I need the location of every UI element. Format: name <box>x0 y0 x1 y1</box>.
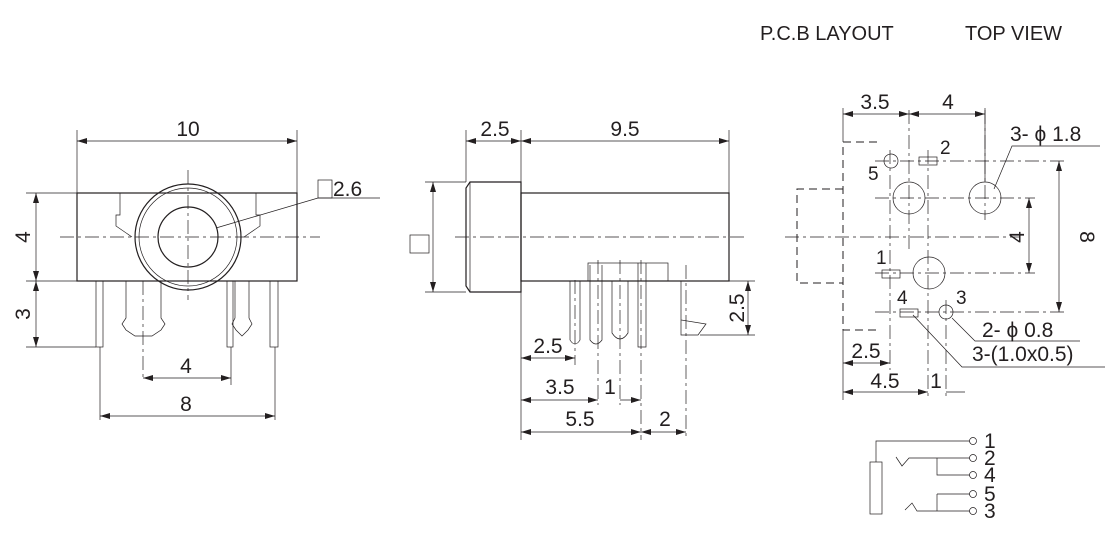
front-height-dim: 4 <box>12 231 35 243</box>
pcb-dim-left: 3.5 <box>860 91 889 114</box>
pad-label-3: 3 <box>956 288 967 309</box>
pad-label-1: 1 <box>876 248 887 269</box>
drawing-title: P.C.B LAYOUT TOP VIEW <box>760 23 1062 45</box>
pcb-dim-bottom-3: 1 <box>930 370 942 393</box>
pcb-dim-vert-outer: 8 <box>1075 231 1098 243</box>
schematic-pin-4: 4 <box>984 464 996 487</box>
pad-label-4: 4 <box>897 288 908 309</box>
pin-offset-3-dim: 5.5 <box>565 408 594 431</box>
pcb-dim-bottom-1: 2.5 <box>851 340 880 363</box>
pad-4 <box>899 308 919 318</box>
pin-offset-1-dim: 2.5 <box>533 335 562 358</box>
pin-spacing-inner-dim: 4 <box>180 355 192 378</box>
top-view-label: TOP VIEW <box>965 23 1062 45</box>
pcb-dim-mid: 4 <box>942 91 954 114</box>
pin-offset-4-dim: 2 <box>659 408 671 431</box>
pcb-dim-vert-inner: 4 <box>1006 231 1029 243</box>
collar-length-dim: 2.5 <box>480 118 509 141</box>
body-length-dim: 9.5 <box>610 118 639 141</box>
pad-2 <box>918 156 938 166</box>
pin-gap-dim: 1 <box>604 376 616 399</box>
pin-schematic: 1 2 4 5 3 <box>869 430 996 523</box>
pcb-layout-label: P.C.B LAYOUT <box>760 23 894 45</box>
schematic-pin-1: 1 <box>984 430 996 453</box>
pin-spacing-outer-dim: 8 <box>180 393 192 416</box>
schematic-pin-2: 2 <box>984 447 996 470</box>
pcb-layout-view: 5 2 1 4 3 3.5 4 4 8 3- ϕ 1.8 2- ϕ 0.8 3-… <box>785 91 1105 400</box>
side-view: 2.5 9.5 2.5 2.5 3.5 1 5.5 2 <box>409 118 755 440</box>
pad-label-5: 5 <box>868 164 879 185</box>
schematic-pin-3: 3 <box>984 500 996 523</box>
front-view: 10 4 3 2.6 4 8 <box>12 118 380 420</box>
pad-1 <box>881 269 901 279</box>
pin-height-dim: 2.5 <box>726 293 749 322</box>
pcb-dim-bottom-2: 4.5 <box>870 370 899 393</box>
front-pin-length-dim: 3 <box>12 308 35 320</box>
pad-3 <box>938 304 954 320</box>
slot-label: 3-(1.0x0.5) <box>972 343 1074 366</box>
large-hole-label: 3- ϕ 1.8 <box>1010 123 1081 146</box>
pad-label-2: 2 <box>940 138 951 159</box>
small-hole-label: 2- ϕ 0.8 <box>982 319 1053 342</box>
hole-size-dim: 2.6 <box>333 178 362 201</box>
front-width-dim: 10 <box>176 118 199 141</box>
pad-5 <box>883 153 899 169</box>
pin-offset-2-dim: 3.5 <box>545 376 574 399</box>
schematic-pin-5: 5 <box>984 483 996 506</box>
